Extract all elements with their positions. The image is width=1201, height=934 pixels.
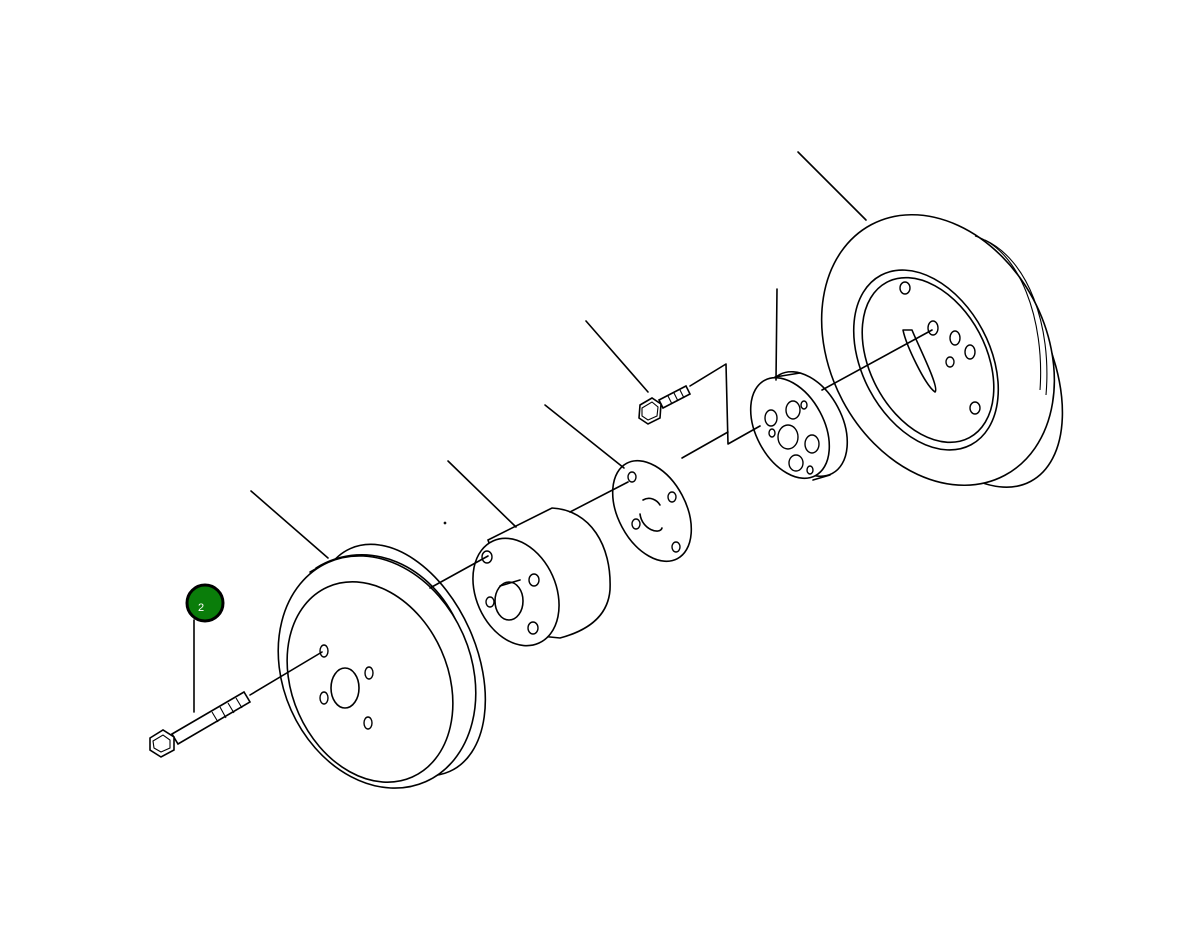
small-bolt[interactable] bbox=[638, 384, 692, 425]
long-bolt[interactable] bbox=[149, 690, 252, 758]
front-pulley[interactable] bbox=[242, 518, 519, 820]
leader-line-spacer bbox=[447, 460, 517, 528]
stray-dot bbox=[443, 521, 447, 525]
leader-line-washer bbox=[544, 404, 625, 469]
callout-badge-2[interactable]: 2 bbox=[185, 583, 225, 623]
leader-line-rear-pulley bbox=[797, 151, 867, 221]
callout-label-2: 2 bbox=[198, 602, 204, 614]
assembly-axis-lines bbox=[249, 329, 933, 696]
cylindrical-spacer[interactable] bbox=[457, 507, 611, 659]
large-rear-pulley[interactable] bbox=[776, 174, 1103, 526]
washer-plate[interactable] bbox=[597, 447, 708, 574]
leader-line-hub bbox=[775, 288, 778, 381]
leader-line-small-bolt bbox=[585, 320, 649, 393]
perforated-hub[interactable] bbox=[735, 358, 864, 492]
leader-line-front-pulley bbox=[250, 490, 329, 559]
